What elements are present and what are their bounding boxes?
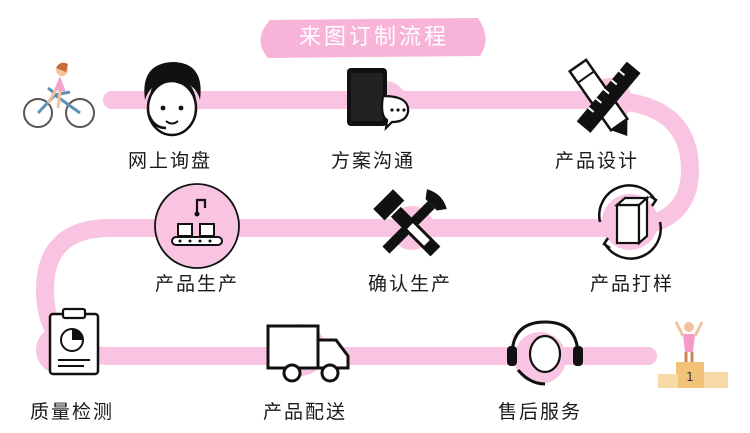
delivery-truck-icon — [266, 324, 350, 383]
customer-service-woman-icon — [144, 62, 201, 137]
step-label-quality-check: 质量检测 — [30, 401, 115, 423]
headset-support-icon — [507, 320, 583, 386]
podium-rank: 1 — [686, 370, 694, 384]
step-label-delivery: 产品配送 — [263, 401, 348, 423]
diagram-title: 来图订制流程 — [298, 25, 449, 50]
step-label-production: 产品生产 — [155, 273, 240, 295]
sample-box-icon — [598, 184, 662, 260]
step-label-confirm: 确认生产 — [368, 273, 453, 295]
hammer-wrench-icon — [373, 189, 447, 257]
step-label-consultation: 方案沟通 — [331, 150, 416, 172]
step-label-design: 产品设计 — [555, 150, 640, 172]
step-label-inquiry: 网上询盘 — [128, 150, 213, 172]
flow-track — [36, 91, 699, 365]
podium-icon: 1 — [658, 321, 728, 388]
title-banner — [260, 18, 486, 58]
chat-phone-icon — [347, 68, 410, 132]
step-label-after-sales: 售后服务 — [498, 401, 583, 423]
step-label-sampling: 产品打样 — [590, 273, 675, 295]
clipboard-chart-icon — [36, 307, 100, 376]
cyclist-icon — [23, 62, 95, 128]
design-tools-icon — [567, 58, 641, 137]
production-line-icon — [154, 183, 240, 269]
